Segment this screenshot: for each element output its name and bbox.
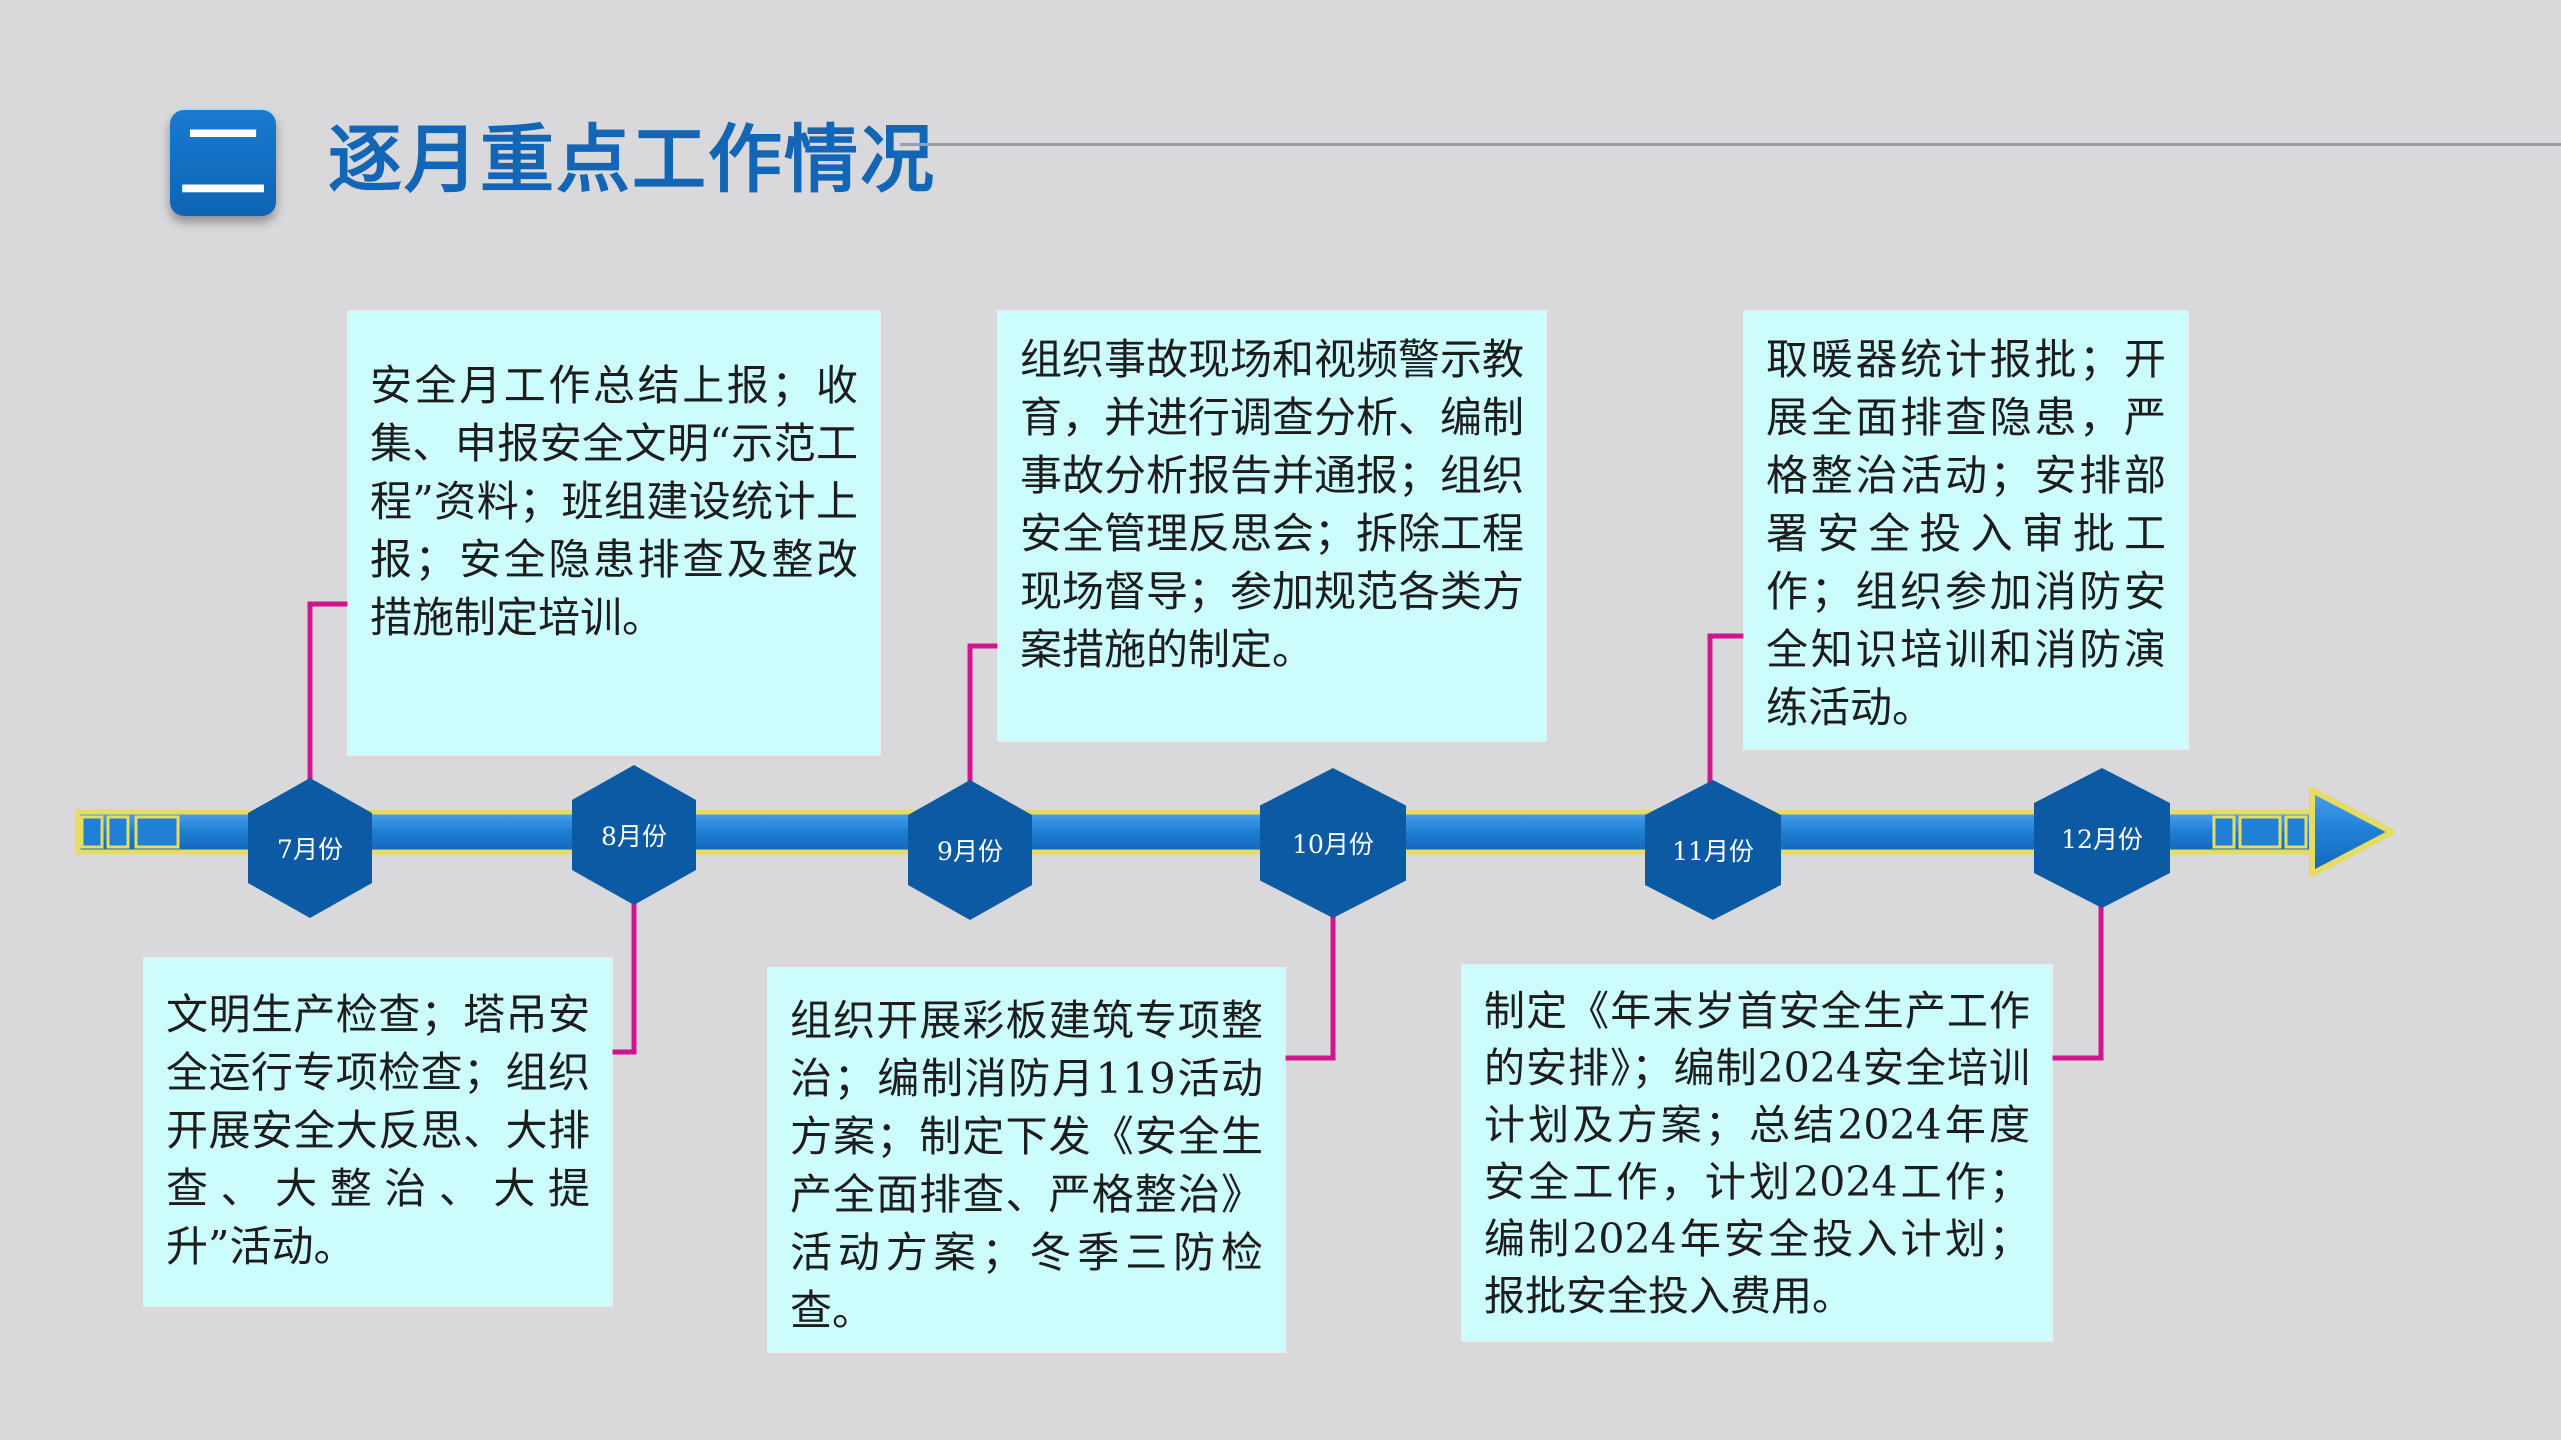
axis-left-dash	[80, 815, 104, 849]
month-node-oct: 10月份	[1260, 768, 1406, 918]
card-nov: 取暖器统计报批；开展全面排查隐患，严格整治活动；安排部署安全投入审批工作；组织参…	[1744, 311, 2188, 749]
axis-left-dash	[106, 815, 130, 849]
card-aug: 安全月工作总结上报；收集、申报安全文明“示范工程”资料；班组建设统计上报；安全隐…	[348, 311, 880, 755]
month-node-dec: 12月份	[2034, 768, 2170, 908]
connector-dec	[2052, 905, 2104, 1061]
timeline-axis	[75, 809, 2321, 855]
card-dec: 制定《年末岁首安全生产工作的安排》；编制2024安全培训计划及方案；总结2024…	[1462, 965, 2052, 1341]
connector-aug	[612, 900, 637, 1055]
axis-right-dash	[2284, 815, 2308, 849]
title-divider	[900, 143, 2561, 146]
page-title: 逐月重点工作情况	[328, 117, 936, 203]
axis-left-dash	[134, 815, 180, 849]
axis-arrow-head	[2309, 787, 2395, 877]
card-jul: 文明生产检查；塔吊安全运行专项检查；组织开展安全大反思、大排查、大整治、大提升”…	[144, 958, 612, 1306]
connector-oct	[1285, 905, 1336, 1061]
connector-sep	[967, 643, 998, 790]
card-sep: 组织事故现场和视频警示教育，并进行调查分析、编制事故分析报告并通报；组织安全管理…	[998, 311, 1546, 741]
connector-nov	[1707, 633, 1744, 785]
connector-jul	[307, 601, 348, 780]
card-oct: 组织开展彩板建筑专项整治；编制消防月119活动方案；制定下发《安全生产全面排查、…	[768, 968, 1285, 1352]
axis-right-dash	[2238, 815, 2282, 849]
axis-right-dash	[2212, 815, 2236, 849]
section-number-badge: 二	[170, 110, 276, 216]
